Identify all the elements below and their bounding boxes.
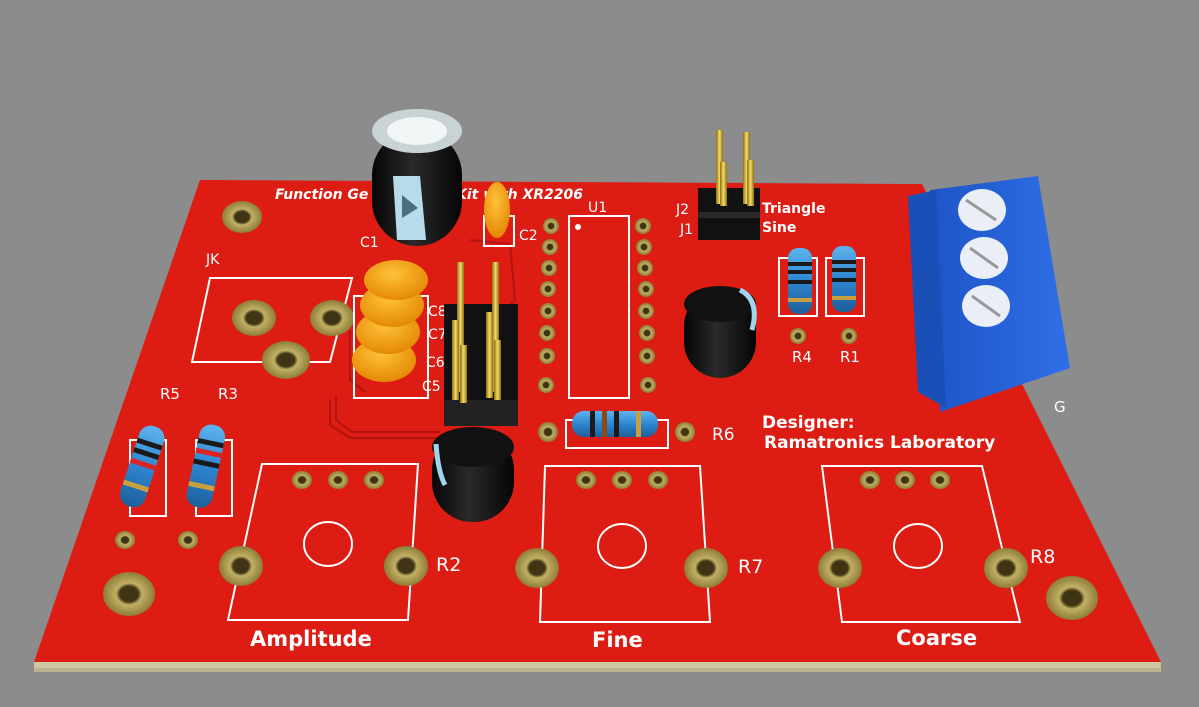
electrolytic-capacitor-icon bbox=[684, 286, 757, 378]
label-c1: C1 bbox=[360, 235, 379, 251]
label-u1: U1 bbox=[588, 200, 607, 216]
label-c5: C5 bbox=[422, 379, 441, 395]
label-r6: R6 bbox=[712, 425, 735, 445]
capacitor-stack-icon bbox=[352, 260, 429, 399]
label-r3: R3 bbox=[218, 385, 238, 403]
board-title-tail: Kit with XR2206 bbox=[456, 187, 583, 203]
knob-label-coarse: Coarse bbox=[896, 626, 977, 650]
label-c2: C2 bbox=[519, 228, 538, 244]
potentiometer-icon bbox=[515, 465, 728, 623]
label-r1: R1 bbox=[840, 348, 860, 366]
mounting-hole-icon bbox=[103, 201, 1098, 620]
label-j2: J2 bbox=[675, 202, 689, 218]
resistor-icon bbox=[178, 424, 233, 549]
knob-label-fine: Fine bbox=[592, 628, 643, 652]
resistor-icon bbox=[538, 411, 695, 449]
terminal-block-icon bbox=[908, 176, 1070, 412]
label-c8: C8 bbox=[428, 304, 447, 320]
label-c6: C6 bbox=[426, 355, 445, 371]
board-title: Function Ge bbox=[275, 187, 368, 203]
label-r4: R4 bbox=[792, 348, 812, 366]
label-c7: C7 bbox=[428, 327, 447, 343]
designer-name: Ramatronics Laboratory bbox=[764, 433, 995, 453]
electrolytic-capacitor-icon bbox=[372, 109, 462, 246]
pin-header-icon bbox=[444, 262, 518, 426]
label-jk: JK bbox=[205, 252, 220, 268]
ceramic-capacitor-icon bbox=[483, 182, 515, 247]
label-r5: R5 bbox=[160, 385, 180, 403]
label-r8: R8 bbox=[1030, 546, 1055, 568]
electrolytic-capacitor-icon bbox=[432, 427, 514, 522]
potentiometer-icon bbox=[219, 463, 428, 621]
pin-header-icon bbox=[698, 130, 760, 240]
label-sine: Sine bbox=[762, 220, 796, 236]
designer-label: Designer: bbox=[762, 413, 855, 433]
dip-ic-icon bbox=[538, 215, 656, 399]
potentiometer-icon bbox=[818, 465, 1028, 623]
knob-label-amplitude: Amplitude bbox=[250, 627, 372, 651]
resistor-icon bbox=[778, 248, 818, 344]
label-r7: R7 bbox=[738, 556, 763, 578]
label-g: G bbox=[1054, 398, 1066, 416]
label-r2: R2 bbox=[436, 554, 461, 576]
resistor-icon bbox=[115, 425, 167, 549]
label-triangle: Triangle bbox=[762, 201, 825, 217]
resistor-icon bbox=[825, 246, 865, 344]
label-j1: J1 bbox=[679, 222, 693, 238]
jk-jack-footprint bbox=[190, 277, 354, 379]
